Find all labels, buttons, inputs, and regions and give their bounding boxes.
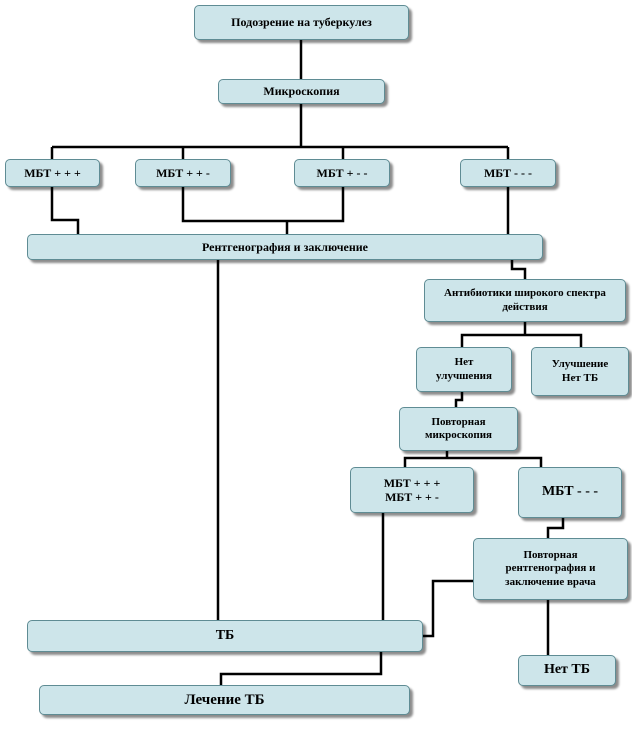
node-repeat-xray: Повторная рентгенография и заключение вр… [473, 538, 628, 600]
node-tb: ТБ [27, 620, 423, 652]
node-mbt-mmm: МБТ - - - [460, 159, 556, 187]
node-repeat-mbt-negative: МБТ - - - [518, 467, 622, 518]
connector-repeat-mbt-neg-repeat-xray [546, 518, 565, 538]
node-mbt-ppm: МБТ + + - [135, 159, 231, 187]
connector-split-improvement [525, 333, 583, 347]
node-antibiotics: Антибиотики широкого спектра действия [424, 279, 626, 322]
connector-xray-antibiotics [510, 260, 527, 279]
node-repeat-microscopy: Повторная микроскопия [399, 407, 518, 451]
node-xray: Рентгенография и заключение [27, 234, 543, 260]
node-improvement: Улучшение Нет ТБ [531, 347, 629, 396]
connector-split-no-improvement [460, 333, 525, 347]
connector-split-repeat-mbt-pos [403, 456, 447, 467]
node-microscopy: Микроскопия [218, 79, 385, 104]
node-treatment: Лечение ТБ [39, 685, 410, 715]
node-suspicion: Подозрение на туберкулез [194, 5, 409, 40]
node-no-improvement: Нет улучшения [416, 347, 512, 392]
connector-no-improvement-repeat-microscopy [454, 392, 464, 407]
connector-mbt-ppp-xray [50, 187, 80, 234]
node-repeat-mbt-positive: МБТ + + + МБТ + + - [350, 467, 474, 513]
connector-split-repeat-mbt-neg [447, 456, 543, 467]
node-mbt-pmm: МБТ + - - [294, 159, 390, 187]
node-no-tb: Нет ТБ [518, 655, 616, 686]
connector-repeat-xray-tb [423, 579, 473, 638]
connector-mbt-ppm-pmm-xray [181, 187, 345, 223]
connector-tb-treatment [219, 652, 383, 685]
node-mbt-ppp: МБТ + + + [5, 159, 100, 187]
